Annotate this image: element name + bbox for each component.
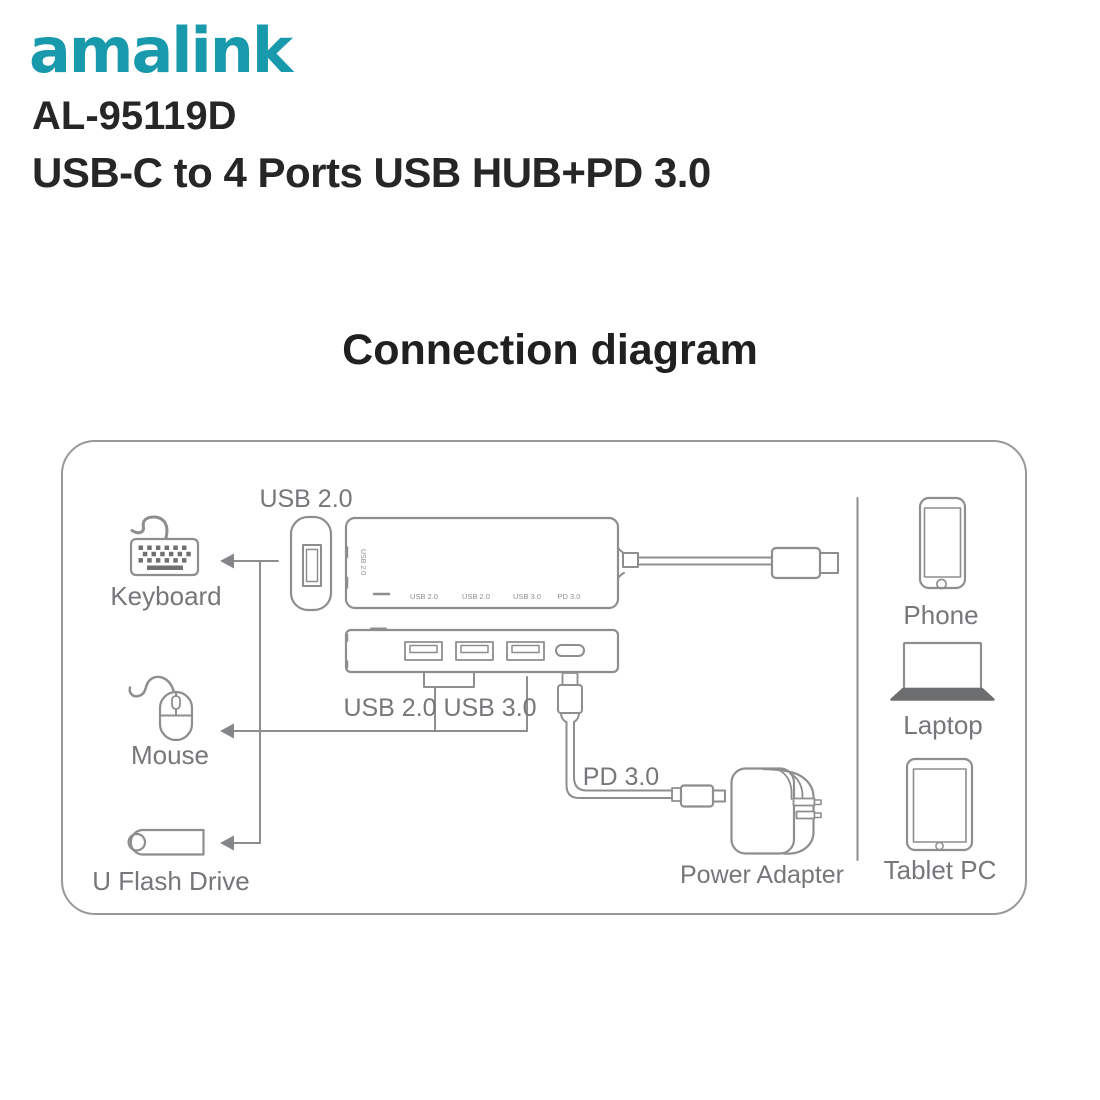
device-label-tablet: Tablet PC [883, 855, 997, 885]
diagram-heading: Connection diagram [342, 326, 758, 374]
connector-lines [220, 553, 528, 851]
front-usb3-label: USB 3.0 [443, 694, 537, 722]
power-adapter-icon [730, 767, 822, 855]
hub-front-view [344, 627, 620, 674]
usb-flash-drive-icon [127, 828, 205, 856]
product-model: AL-95119D [32, 94, 237, 138]
hub-top-port-label-1: USB 2.0 [410, 592, 438, 601]
usb-c-port [555, 644, 585, 657]
front-usb2-label: USB 2.0 [343, 694, 437, 722]
side-port-label: USB 2.0 [259, 485, 353, 513]
device-label-phone: Phone [903, 600, 979, 630]
device-label-laptop: Laptop [903, 710, 983, 740]
usb-a-port [404, 641, 443, 661]
arrow-to-mouse-icon [220, 723, 234, 739]
diagram-border [61, 440, 1027, 915]
mouse-icon [128, 675, 194, 742]
hub-top-port-label-3: USB 3.0 [513, 592, 541, 601]
phone-icon [918, 496, 967, 590]
hub-usb-c-cable [617, 546, 839, 580]
device-label-keyboard: Keyboard [110, 581, 222, 611]
usb-a-port [455, 641, 494, 661]
device-label-flash-drive: U Flash Drive [92, 866, 250, 896]
power-adapter-label: Power Adapter [680, 861, 844, 889]
arrow-to-flash-drive-icon [220, 835, 234, 851]
usb2-side-port [289, 515, 333, 612]
hub-top-port-label-4: PD 3.0 [557, 592, 581, 601]
product-title: USB-C to 4 Ports USB HUB+PD 3.0 [32, 149, 711, 196]
laptop-icon [890, 641, 995, 701]
hub-side-print: USB 2.0 [359, 549, 366, 576]
brand-logo: amalink [29, 14, 293, 87]
pd-label: PD 3.0 [582, 763, 660, 791]
hub-top-port-label-2: USB 2.0 [462, 592, 490, 601]
tablet-icon [905, 757, 974, 852]
arrow-to-keyboard-icon [220, 553, 234, 569]
keyboard-icon [129, 515, 200, 577]
usb-a-port [506, 641, 545, 661]
hub-top-view [344, 516, 620, 610]
pd-cable [557, 672, 726, 808]
device-label-mouse: Mouse [130, 740, 210, 770]
